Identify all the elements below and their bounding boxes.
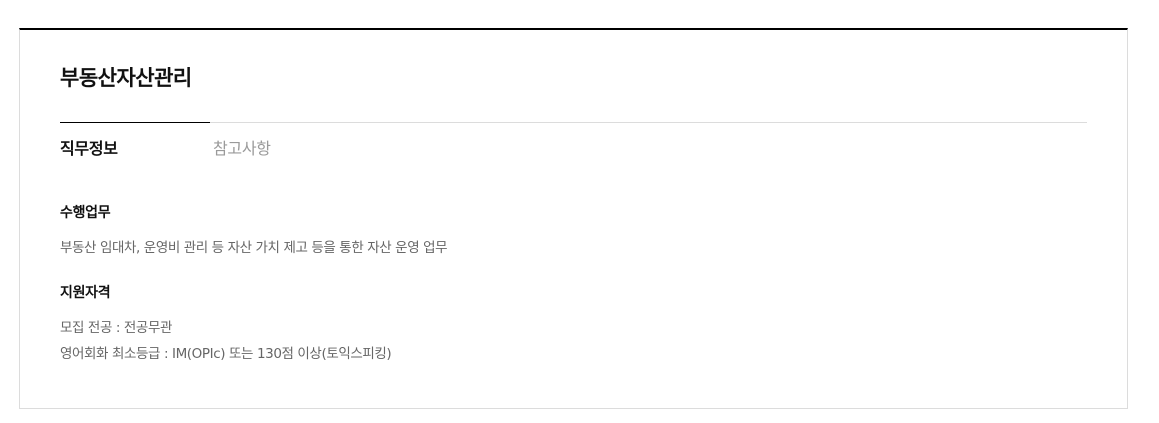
job-info-card: 부동산자산관리 직무정보 참고사항 수행업무 부동산 임대차, 운영비 관리 등… (19, 28, 1128, 409)
qualification-english: 영어회화 최소등급 : IM(OPIc) 또는 130점 이상(토익스피킹) (60, 346, 392, 362)
duties-text: 부동산 임대차, 운영비 관리 등 자산 가치 제고 등을 통한 자산 운영 업… (60, 240, 448, 256)
section-heading-qualifications: 지원자격 (60, 285, 111, 301)
tab-notes[interactable]: 참고사항 (213, 139, 271, 158)
qualification-major: 모집 전공 : 전공무관 (60, 320, 172, 336)
active-tab-indicator (60, 121, 210, 123)
tab-job-info[interactable]: 직무정보 (60, 139, 118, 158)
job-title: 부동산자산관리 (60, 66, 192, 90)
tab-bar-divider (60, 121, 1087, 123)
section-heading-duties: 수행업무 (60, 205, 111, 221)
